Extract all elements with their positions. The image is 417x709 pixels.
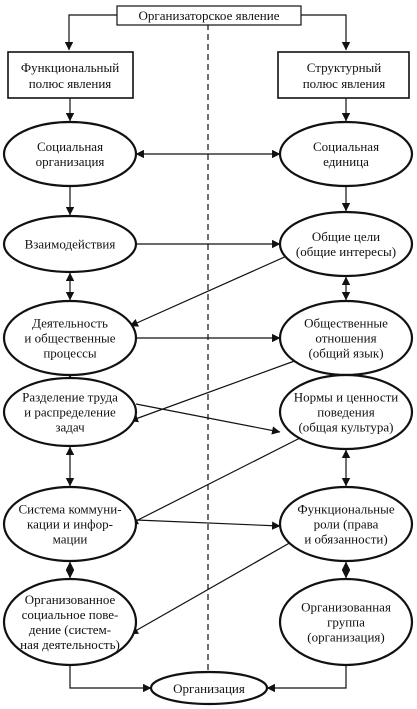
right-node-5-line-1: Функциональные [297,502,394,517]
left-node-6-line-3: дение (систем- [29,622,111,637]
top-node-label: Организаторское явление [139,8,280,23]
link-communication-roles [135,519,281,530]
top-to-left-pole-connector [64,14,117,51]
right-pole-box: Структурный полюс явления [277,51,410,99]
left-node-2: Взаимодействия [2,214,138,274]
left-pole-line-1: Функциональный [21,60,119,75]
right-node-5-line-2: роли (права [314,517,379,532]
link-division-norms [135,403,281,435]
left-6-to-organization-connector [69,665,152,693]
right-node-5-line-3: и обязанности) [304,532,387,547]
link-relations-to-division [129,358,301,423]
right-node-3-line-3: (общий язык) [308,346,383,361]
bottom-node-label: Организация [173,681,245,696]
right-node-6-line-3: (организация) [307,630,384,645]
connections [65,98,351,693]
left-pole-line-2: полюс явления [29,76,112,91]
right-node-3-line-1: Общественные [304,316,388,331]
right-node-1-line-1: Социальная [313,139,379,154]
right-node-2-line-2: (общие интересы) [296,244,396,259]
nodes: СоциальнаяорганизацияВзаимодействияДеяте… [2,120,414,667]
bottom-node: Организация [149,670,269,706]
right-pole-line-1: Структурный [307,60,382,75]
right-pole-line-2: полюс явления [303,76,386,91]
left-node-3-line-3: процессы [43,346,97,361]
left-node-2-line-1: Взаимодействия [25,237,116,252]
left-pole-box: Функциональный полюс явления [7,51,134,99]
left-node-1-line-1: Социальная [37,139,103,154]
link-goals-to-activity [129,250,299,327]
link-norms-to-communication [129,437,301,525]
left-node-1-line-2: организация [36,154,105,169]
left-node-5-line-3: мации [53,532,88,547]
left-node-5-line-1: Система коммуни- [18,502,121,517]
right-node-4-line-3: (общая культура) [298,420,393,435]
right-node-4-line-2: поведения [317,405,374,420]
right-node-1-line-2: единица [323,154,369,169]
left-node-6-line-2: социальное пове- [22,607,119,622]
left-node-3-line-1: Деятельность [32,316,108,331]
left-node-4-line-3: задач [55,420,85,435]
right-node-2: Общие цели(общие интересы) [278,210,414,278]
right-6-to-organization-connector [266,665,347,693]
left-node-3-line-2: и общественные [24,331,115,346]
left-node-4-line-1: Разделение труда [22,390,118,405]
left-node-5-line-2: кации и инфор- [27,517,113,532]
left-node-6-line-4: ная деятельность) [20,637,120,652]
right-node-2-line-1: Общие цели [312,229,380,244]
top-node: Организаторское явление [116,5,302,26]
right-node-3-line-2: отношения [315,331,376,346]
right-node-6-line-1: Организованная [301,600,391,615]
right-node-4-line-1: Нормы и ценности [294,390,399,405]
link-roles-to-behavior [129,536,301,635]
left-node-6-line-1: Организованное [25,592,116,607]
right-node-6-line-2: группа [327,615,365,630]
top-to-right-pole-connector [301,14,351,51]
left-node-5: Система коммуни-кации и инфор-мации [2,485,138,563]
left-node-4-line-2: и распределение [24,405,116,420]
